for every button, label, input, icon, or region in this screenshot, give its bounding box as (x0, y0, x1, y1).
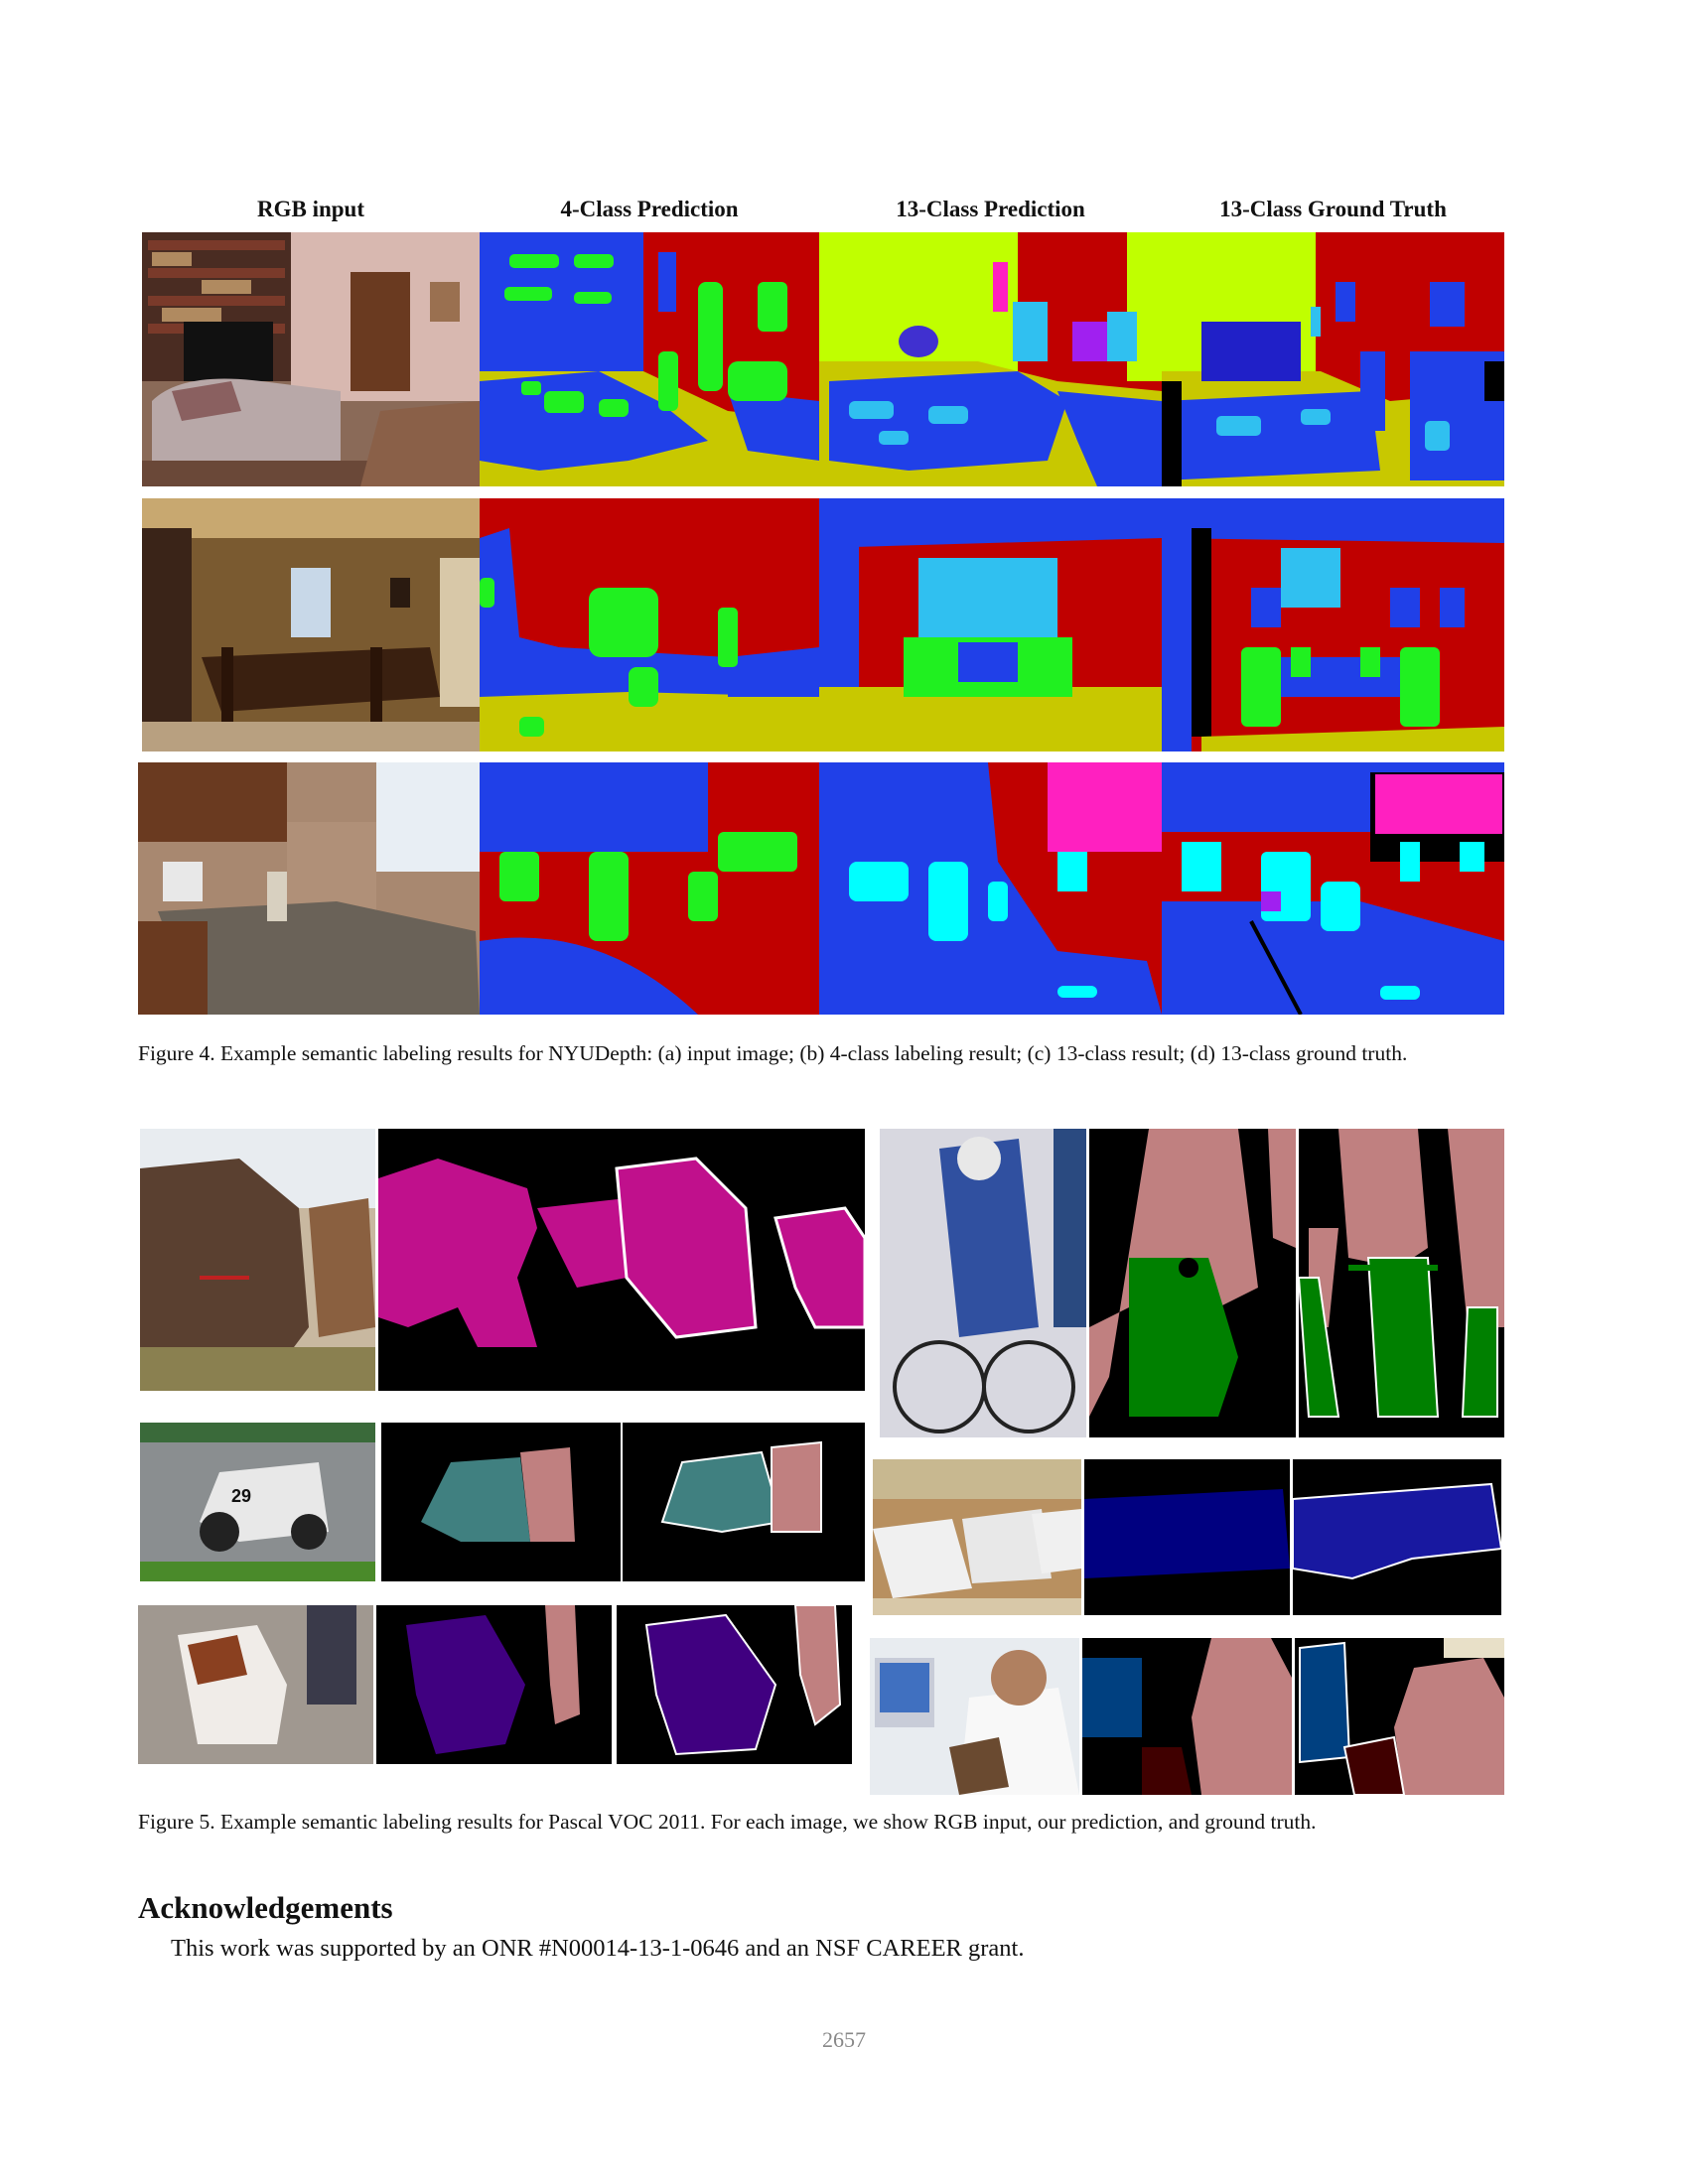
voc-rgb-person-computer (870, 1638, 1079, 1795)
nyu-13class-pred-kitchen (819, 762, 1162, 1015)
bike-number-text: 29 (231, 1486, 251, 1506)
nyu-4class-pred-dining-room (480, 498, 819, 751)
voc-gt-motorbike (623, 1423, 865, 1581)
nyu-rgb-dining-room (142, 498, 480, 751)
header-4class-prediction: 4-Class Prediction (560, 197, 739, 221)
header-rgb-input: RGB input (256, 197, 364, 221)
voc-gt-cyclists (1299, 1129, 1504, 1437)
nyu-4class-pred-kitchen (480, 762, 819, 1015)
nyu-rgb-kitchen (138, 762, 480, 1015)
figure4-caption: Figure 4. Example semantic labeling resu… (138, 1041, 1408, 1065)
voc-gt-dog (617, 1605, 852, 1764)
nyu-13class-pred-living-room (819, 232, 1162, 486)
nyu-13class-gt-living-room (1162, 232, 1504, 486)
voc-rgb-boats (873, 1459, 1081, 1615)
voc-rgb-horses (140, 1129, 375, 1391)
voc-rgb-dog (138, 1605, 373, 1764)
figure5-caption: Figure 5. Example semantic labeling resu… (138, 1810, 1317, 1834)
nyu-13class-gt-dining-room (1162, 498, 1504, 751)
acknowledgements-text: This work was supported by an ONR #N0001… (171, 1935, 1025, 1962)
voc-pred-cyclists (1089, 1129, 1296, 1437)
nyu-13class-gt-kitchen (1162, 762, 1504, 1015)
nyu-13class-pred-dining-room (819, 498, 1162, 751)
header-13class-prediction: 13-Class Prediction (896, 197, 1085, 221)
header-13class-ground-truth: 13-Class Ground Truth (1219, 197, 1447, 221)
voc-pred-boats (1084, 1459, 1290, 1615)
page-number: 2657 (822, 2027, 866, 2052)
voc-rgb-motorbike: 29 (140, 1423, 375, 1581)
voc-gt-person-computer (1295, 1638, 1504, 1795)
nyu-rgb-living-room (142, 232, 480, 486)
voc-pred-dog (376, 1605, 612, 1764)
voc-rgb-cyclists (880, 1129, 1086, 1437)
voc-pred-motorbike (381, 1423, 621, 1581)
voc-gt-boats (1293, 1459, 1501, 1615)
nyu-4class-pred-living-room (480, 232, 819, 486)
voc-pred-person-computer (1082, 1638, 1292, 1795)
section-heading: Acknowledgements (138, 1890, 393, 1925)
voc-pred-horses (378, 1129, 865, 1391)
